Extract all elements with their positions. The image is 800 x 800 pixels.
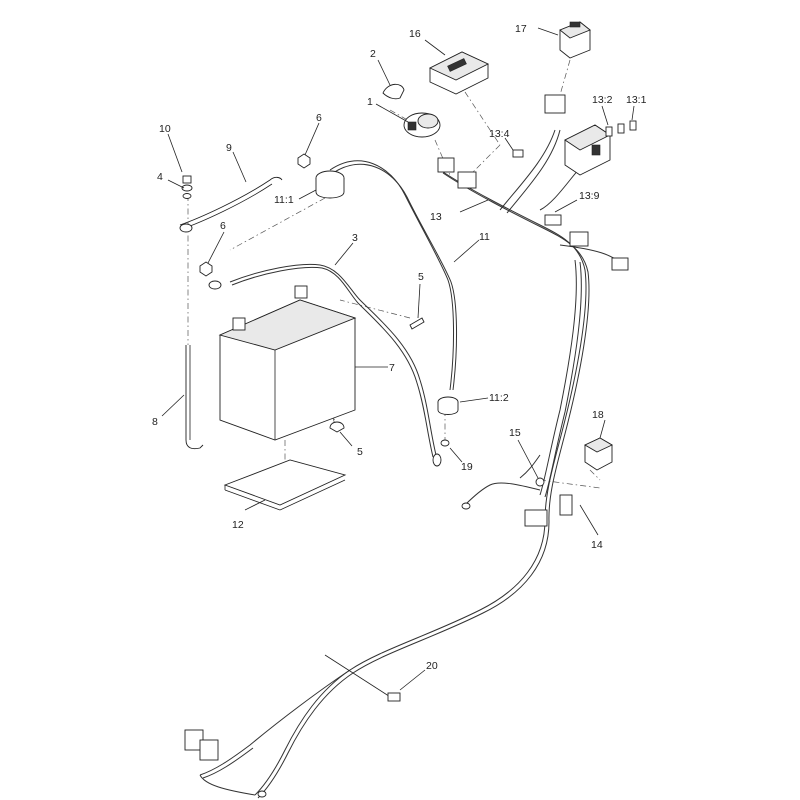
label-6b: 6 <box>220 220 226 232</box>
label-3: 3 <box>352 232 358 244</box>
label-10: 10 <box>159 123 171 135</box>
label-13-4: 13:4 <box>489 128 510 140</box>
part-labels: 1 2 3 4 5 5 6 6 7 8 9 10 11 11:1 11:2 12… <box>152 23 647 672</box>
label-14: 14 <box>591 539 603 551</box>
fuse-block <box>512 120 637 176</box>
label-5b: 5 <box>357 446 363 458</box>
label-11-1: 11:1 <box>274 194 294 206</box>
label-18: 18 <box>592 409 604 421</box>
label-11-2: 11:2 <box>489 392 509 404</box>
label-20: 20 <box>426 660 438 672</box>
label-7: 7 <box>389 362 395 374</box>
label-13-9: 13:9 <box>579 190 600 202</box>
hold-down-hardware <box>179 153 425 450</box>
label-4: 4 <box>157 171 163 183</box>
connectors <box>184 94 629 798</box>
label-9: 9 <box>226 142 232 154</box>
label-5a: 5 <box>418 271 424 283</box>
label-13: 13 <box>430 211 442 223</box>
label-16: 16 <box>409 28 421 40</box>
label-11: 11 <box>479 231 490 243</box>
label-8: 8 <box>152 416 158 428</box>
terminal-covers <box>208 170 459 467</box>
label-2: 2 <box>370 48 376 60</box>
relays <box>559 21 613 471</box>
key-switch <box>382 83 441 138</box>
label-19: 19 <box>461 461 473 473</box>
label-12: 12 <box>232 519 244 531</box>
label-6a: 6 <box>316 112 322 124</box>
label-13-1: 13:1 <box>626 94 647 106</box>
label-15: 15 <box>509 427 521 439</box>
label-17: 17 <box>515 23 527 35</box>
cables <box>199 129 621 799</box>
battery-pad <box>223 459 347 511</box>
battery <box>218 285 357 441</box>
leader-lines <box>161 27 635 691</box>
hour-meter <box>428 51 490 95</box>
label-1: 1 <box>367 96 373 108</box>
label-13-2: 13:2 <box>592 94 613 106</box>
